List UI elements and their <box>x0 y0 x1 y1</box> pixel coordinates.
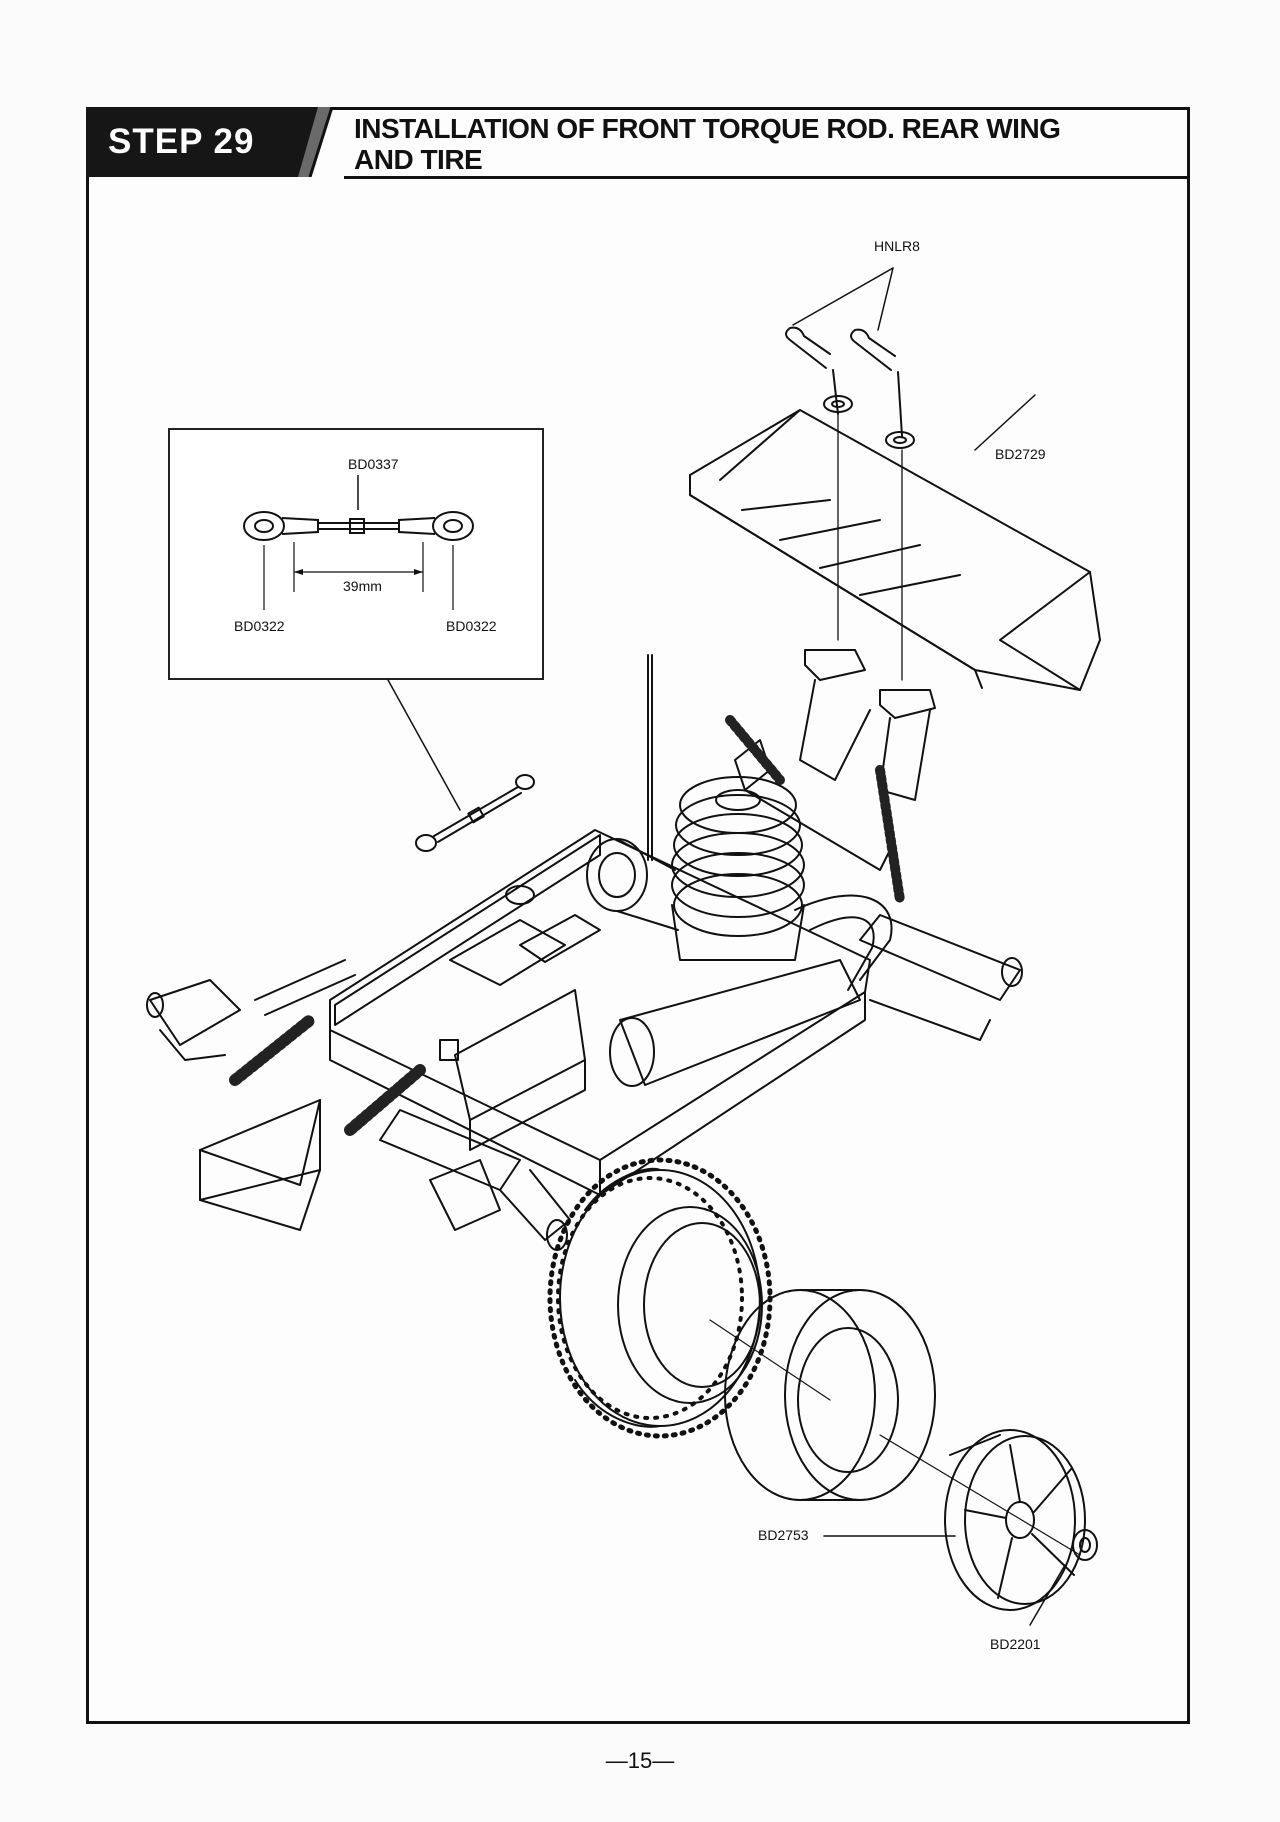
rear-suspension-arm <box>859 914 1023 1041</box>
wheel-rim <box>944 1429 1086 1611</box>
rear-wing <box>689 394 1101 691</box>
rear-shocks <box>725 715 905 905</box>
page-number: —15— <box>605 1748 675 1773</box>
title-line-1: INSTALLATION OF FRONT TORQUE ROD. REAR W… <box>354 113 1061 144</box>
rod-length-label: 39mm <box>343 578 382 594</box>
loose-torque-rod <box>415 774 535 852</box>
torque-rod-detail-box: BD0337 39mm BD0322 BD0322 <box>168 428 544 680</box>
wing-part-label: BD2729 <box>995 446 1046 462</box>
tire <box>547 1157 773 1439</box>
fuel-tank <box>439 989 586 1151</box>
nut-part-label: BD2201 <box>990 1636 1041 1652</box>
nut-leader-line <box>1029 1564 1066 1626</box>
header-underline <box>344 176 1190 179</box>
exhaust-pipe <box>609 894 893 1087</box>
wing-clips <box>785 267 915 681</box>
rod-end-right-label: BD0322 <box>446 618 497 634</box>
torque-rod-drawing <box>243 475 474 610</box>
front-shocks <box>229 1014 426 1136</box>
title-line-2: AND TIRE <box>354 144 483 175</box>
clip-part-label: HNLR8 <box>874 238 920 254</box>
engine <box>671 776 805 961</box>
rod-end-left-label: BD0322 <box>234 618 285 634</box>
step-label: STEP 29 <box>86 107 294 177</box>
rod-part-label: BD0337 <box>348 456 399 472</box>
wheel-part-label: BD2753 <box>758 1527 809 1543</box>
front-bumper <box>199 1099 321 1231</box>
step-title: INSTALLATION OF FRONT TORQUE ROD. REAR W… <box>354 113 1154 175</box>
tire-insert <box>724 1289 936 1501</box>
wheel-nut <box>1072 1529 1098 1561</box>
step-tab-slant <box>288 107 334 177</box>
front-suspension <box>146 959 571 1251</box>
inset-leader-line <box>387 679 461 811</box>
air-filter <box>586 838 679 931</box>
chassis <box>329 829 871 1196</box>
radio-tray <box>449 885 601 986</box>
wing-mounts <box>799 649 936 801</box>
instruction-frame <box>86 107 1190 1724</box>
axle-centerline <box>709 1319 831 1401</box>
